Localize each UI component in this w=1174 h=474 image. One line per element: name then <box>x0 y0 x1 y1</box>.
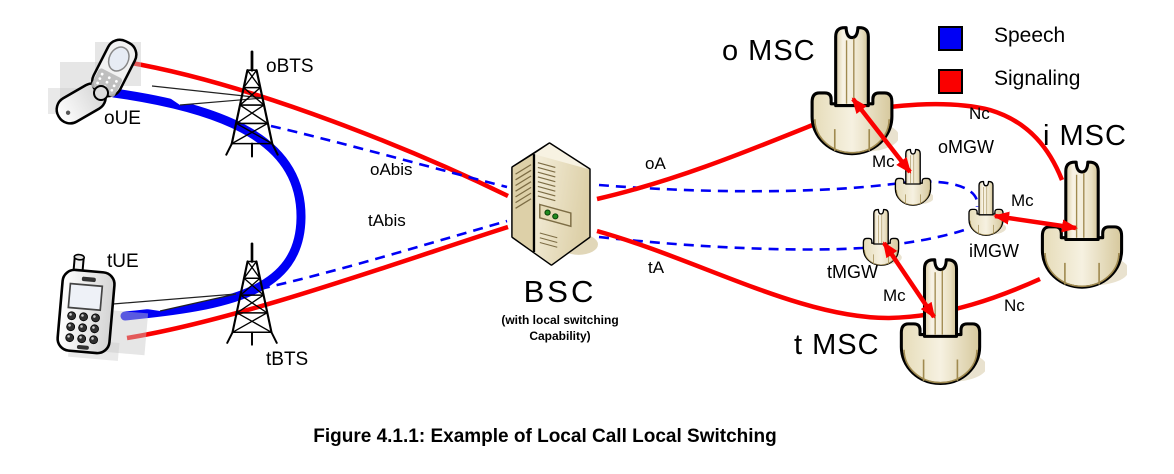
speech-legend-label: Speech <box>994 24 1066 47</box>
signaling-legend-label: Signaling <box>994 67 1081 90</box>
omgw-label: oMGW <box>938 137 994 157</box>
tmsc-switch-icon <box>899 258 985 386</box>
bsc-note-line1: (with local switching <box>501 313 619 327</box>
nc-top-interface-label: Nc <box>969 104 990 123</box>
tue-label: tUE <box>107 251 139 272</box>
nc-bottom-interface-label: Nc <box>1004 296 1025 315</box>
legend-item-speech: Speech <box>938 24 1158 67</box>
bsc-note: (with local switching Capability) <box>485 313 635 344</box>
figure-caption: Figure 4.1.1: Example of Local Call Loca… <box>313 426 777 447</box>
oue-phone-icon <box>48 38 141 125</box>
imgw-label: iMGW <box>969 241 1019 261</box>
speech-path-local-loop <box>109 88 306 321</box>
ta-interface-label: tA <box>648 258 665 277</box>
obts-label: oBTS <box>266 56 314 77</box>
mc-arrows <box>851 97 1078 319</box>
mc-omsc-interface-label: Mc <box>872 152 895 171</box>
speech-color-swatch <box>938 26 963 51</box>
bsc-server-icon <box>511 142 598 266</box>
signaling-color-swatch <box>938 69 963 94</box>
oa-interface-label: oA <box>645 154 666 173</box>
tbts-label: tBTS <box>266 349 309 370</box>
mc-tmsc-interface-label: Mc <box>883 286 906 305</box>
tabis-interface-label: tAbis <box>368 211 406 230</box>
tmsc-label: t MSC <box>794 329 880 361</box>
oue-label: oUE <box>104 108 141 129</box>
bsc-label: BSC <box>523 274 597 309</box>
radio-link-tue <box>112 293 237 312</box>
imsc-label: i MSC <box>1043 120 1127 152</box>
omsc-switch-icon <box>810 26 898 156</box>
abis-dashed-paths <box>259 124 508 291</box>
oabis-interface-label: oAbis <box>370 160 413 179</box>
signaling-paths-left <box>125 59 509 341</box>
legend: Speech Signaling <box>938 24 1158 110</box>
mc-imsc-interface-label: Mc <box>1011 191 1034 210</box>
tue-phone-icon <box>56 253 149 361</box>
legend-item-signaling: Signaling <box>938 67 1158 110</box>
a-interface-dashed-paths <box>598 180 979 251</box>
imgw-gateway-icon <box>968 180 1006 236</box>
tmgw-label: tMGW <box>827 262 878 282</box>
omsc-label: o MSC <box>722 35 816 67</box>
bsc-note-line2: Capability) <box>529 328 591 343</box>
